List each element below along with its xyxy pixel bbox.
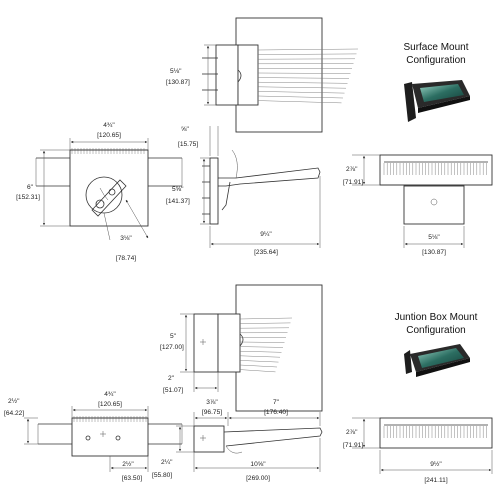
surface-side-height-dimension: 5⅝" [141.37] — [166, 157, 210, 225]
junction-front-height-in: 2¼" — [161, 459, 173, 466]
surface-rear-depth-dimension: 2⅞" [71.91] — [343, 155, 366, 186]
surface-mount-title-2: Configuration — [406, 55, 465, 66]
surface-side-length-dimension: 9¼" [235.64] — [209, 176, 321, 256]
heat-sink-fin — [257, 100, 342, 104]
surface-side-view — [202, 149, 321, 225]
surface-rotation-mm: [78.74] — [116, 255, 136, 262]
surface-top-height-in: 5⅛" — [170, 68, 182, 75]
junction-rear-view — [352, 417, 493, 449]
junction-rear-depth-mm: [71.91] — [343, 442, 363, 449]
surface-side-plate-in: ⅝" — [181, 126, 189, 133]
junction-left-depth-dimension: 2½" [64.22] — [4, 397, 38, 445]
surface-rear-view — [352, 154, 493, 225]
junction-rear-width-mm: [241.11] — [424, 477, 448, 484]
heat-sink-fin — [239, 346, 284, 348]
junction-top-height-mm: [127.00] — [160, 344, 184, 351]
surface-front-height-in: 6" — [27, 184, 34, 191]
surface-top-height-dimension: 5⅛" [130.87] — [166, 44, 216, 106]
junction-box-mount-product-image — [404, 344, 470, 377]
surface-rotation-dimension: 3⅛" [78.74] — [103, 199, 149, 262]
junction-total-length-in: 10⅝" — [250, 461, 266, 468]
junction-front-offset-mm: [63.50] — [122, 475, 142, 482]
heat-sink-fin — [239, 355, 281, 358]
surface-side-length-in: 9¼" — [260, 231, 272, 238]
heat-sink-fin — [257, 95, 344, 99]
surface-rear-depth-in: 2⅞" — [346, 166, 358, 173]
junction-box-width-mm: [96.75] — [202, 409, 222, 416]
surface-side-plate-mm: [15.75] — [178, 141, 198, 148]
junction-rear-depth-in: 2⅞" — [346, 429, 358, 436]
heat-sink-fin — [239, 350, 282, 353]
junction-side-view — [193, 425, 323, 454]
heat-sink-fin — [239, 360, 279, 363]
surface-top-view — [202, 17, 359, 133]
heat-sink-fin — [257, 81, 348, 84]
heat-sink-fin — [257, 91, 345, 94]
junction-front-height-mm: [55.80] — [152, 472, 172, 479]
junction-box-width-dimension: 3⅞" [96.75] — [193, 399, 229, 426]
surface-mount-title-1: Surface Mount — [403, 42, 468, 53]
junction-total-length-dimension: 10⅝" [269.00] — [193, 438, 321, 482]
surface-rear-width-dimension: 5⅛" [130.87] — [403, 226, 465, 256]
junction-box-mount-title-1: Juntion Box Mount — [395, 312, 478, 323]
surface-top-height-mm: [130.87] — [166, 79, 190, 86]
surface-front-width-dimension: 4¾" [120.65] — [69, 122, 149, 150]
junction-top-height-in: 5" — [170, 333, 177, 340]
junction-rear-depth-dimension: 2⅞" [71.91] — [343, 418, 366, 449]
surface-top-fins — [257, 48, 359, 104]
junction-top-height-dimension: 5" [127.00] — [160, 313, 194, 373]
heat-sink-fin — [257, 77, 350, 79]
junction-box-width-in: 3⅞" — [206, 399, 218, 406]
surface-front-height-dimension: 6" [152.31] — [16, 149, 70, 227]
heat-sink-fin — [239, 317, 293, 320]
surface-rotation-in: 3⅛" — [120, 235, 132, 242]
surface-side-height-mm: [141.37] — [166, 198, 190, 205]
surface-rear-width-in: 5⅛" — [428, 234, 440, 241]
surface-front-view — [35, 148, 183, 227]
surface-mount-product-image — [404, 80, 470, 122]
surface-side-height-in: 5⅝" — [172, 186, 184, 193]
heat-sink-fin — [239, 322, 291, 324]
junction-rear-width-dimension: 9½" [241.11] — [379, 450, 493, 484]
junction-front-width-in: 4¾" — [104, 391, 116, 398]
surface-front-height-mm: [152.31] — [16, 194, 40, 201]
junction-total-length-mm: [269.00] — [246, 475, 270, 482]
junction-top-offset-mm: [51.07] — [163, 387, 183, 394]
heat-sink-fin — [239, 364, 278, 368]
junction-top-offset-dimension: 2" [51.07] — [163, 372, 219, 394]
surface-side-length-mm: [235.64] — [254, 249, 278, 256]
heat-sink-fin — [257, 53, 357, 55]
junction-front-width-dimension: 4¾" [120.65] — [71, 391, 149, 418]
junction-arm-length-in: 7" — [273, 399, 280, 406]
junction-front-offset-in: 2½" — [122, 460, 134, 468]
junction-arm-length-mm: [176.40] — [264, 409, 288, 416]
junction-left-depth-in: 2½" — [8, 397, 20, 405]
junction-front-width-mm: [120.65] — [98, 401, 122, 408]
junction-box-mount-title-2: Configuration — [406, 325, 465, 336]
junction-front-height-dimension: 2¼" [55.80] — [152, 425, 194, 479]
heat-sink-fin — [257, 72, 351, 74]
junction-top-fins — [239, 317, 293, 373]
surface-front-width-mm: [120.65] — [97, 132, 121, 139]
junction-front-view — [37, 416, 183, 457]
junction-top-view — [193, 284, 323, 412]
heat-sink-fin — [239, 369, 276, 373]
surface-front-width-in: 4¾" — [103, 122, 115, 129]
surface-rear-width-mm: [130.87] — [422, 249, 446, 256]
junction-rear-width-in: 9½" — [430, 460, 442, 468]
junction-front-offset-dimension: 2½" [63.50] — [109, 456, 149, 482]
surface-rear-depth-mm: [71.91] — [343, 179, 363, 186]
junction-left-depth-mm: [64.22] — [4, 410, 24, 417]
surface-side-plate-dimension: ⅝" [15.75] — [178, 126, 219, 156]
heat-sink-fin — [257, 86, 347, 89]
heat-sink-fin — [239, 341, 285, 343]
junction-top-offset-in: 2" — [168, 375, 175, 382]
heat-sink-fin — [257, 48, 359, 51]
junction-arm-length-dimension: 7" [176.40] — [228, 399, 321, 426]
